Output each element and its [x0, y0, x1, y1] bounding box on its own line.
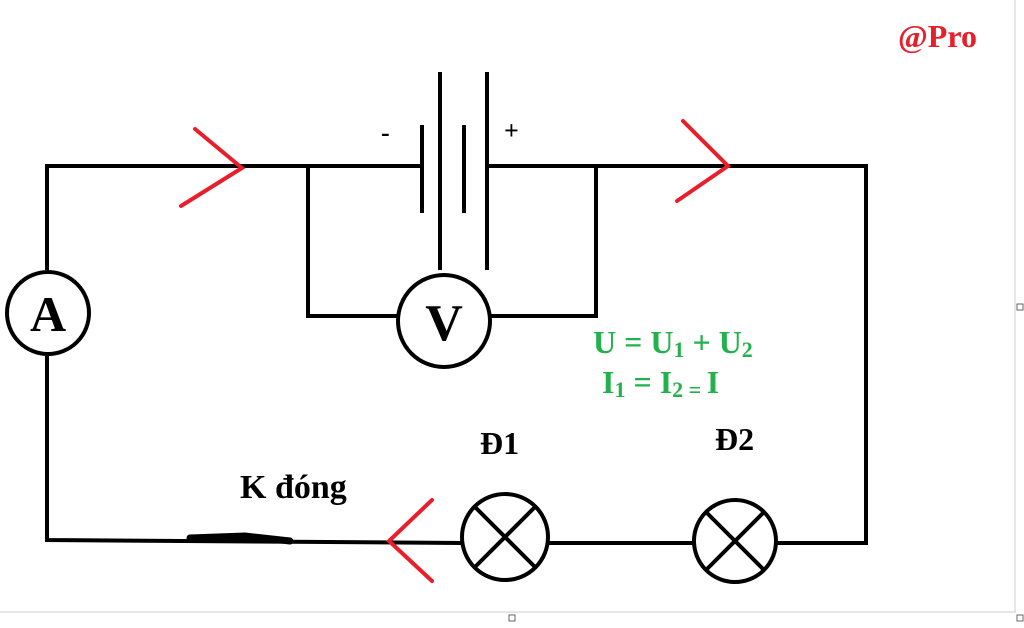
- resize-handle-right[interactable]: [1016, 303, 1024, 311]
- watermark-label: @Pro: [898, 18, 977, 54]
- battery: - +: [381, 72, 519, 270]
- wire-voltmeter-right: [490, 166, 598, 318]
- switch-contact: [186, 532, 294, 545]
- wire-bottom-left: [45, 356, 463, 545]
- lamp-d2-cross-b: [704, 510, 766, 572]
- switch-closed[interactable]: K đóng: [186, 469, 347, 545]
- battery-minus-label: -: [381, 118, 390, 147]
- lamp-d1-label: Đ1: [480, 425, 519, 461]
- arrow-top-left: [179, 127, 246, 208]
- arrow-bottom: [386, 498, 434, 583]
- switch-label: K đóng: [240, 469, 347, 506]
- circuit-wires: [45, 164, 868, 545]
- resize-handle-corner[interactable]: [1016, 614, 1024, 622]
- ammeter: A: [5, 270, 91, 356]
- voltage-formula: U = U1 + U2: [593, 324, 753, 362]
- lamp-d2: Đ2: [692, 421, 778, 584]
- current-arrows: [179, 119, 732, 583]
- current-formula: I1 = I2 = I: [602, 364, 719, 402]
- battery-plus-label: +: [504, 116, 519, 145]
- voltmeter: V: [396, 273, 492, 369]
- lamp-d1: Đ1: [460, 425, 550, 582]
- voltmeter-circle: [396, 273, 492, 369]
- wire-top-left: [45, 164, 422, 270]
- lamp-d1-cross-b: [473, 505, 537, 569]
- arrow-top-right: [675, 119, 732, 203]
- resize-handle-bottom[interactable]: [508, 614, 516, 622]
- wire-top-right: [487, 164, 868, 545]
- voltmeter-symbol: V: [425, 295, 463, 352]
- ammeter-circle: [5, 270, 91, 356]
- ammeter-symbol: A: [30, 286, 66, 342]
- lamp-d2-label: Đ2: [715, 421, 754, 457]
- wire-voltmeter-left: [306, 166, 397, 318]
- formulas: U = U1 + U2 I1 = I2 = I: [593, 324, 753, 402]
